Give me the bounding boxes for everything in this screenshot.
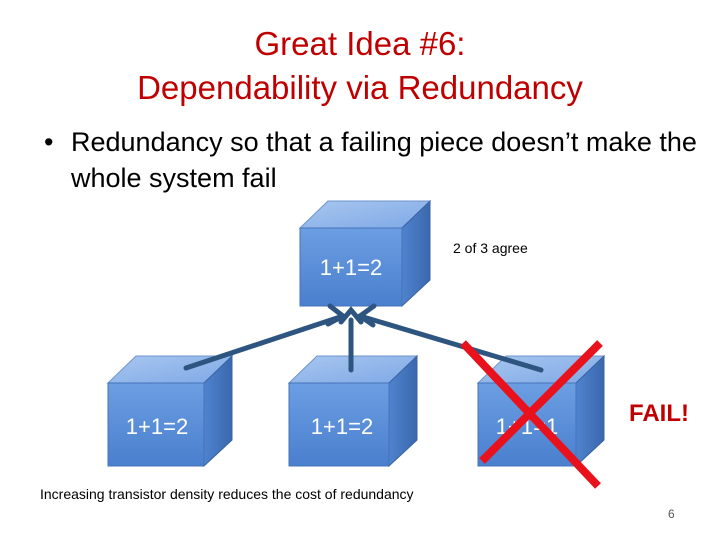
unit-cube-2: 1+1=2 — [287, 354, 419, 468]
unit-cube-1-label: 1+1=2 — [126, 414, 188, 439]
caption: Increasing transistor density reduces th… — [40, 486, 414, 502]
unit-cube-1: 1+1=2 — [106, 354, 234, 468]
vote-arrows — [183, 303, 544, 373]
arrow-line-1 — [183, 313, 346, 371]
arrow-head-2-icon — [338, 306, 364, 325]
arrow-line-3 — [357, 313, 544, 373]
unit-cube-2-label: 1+1=2 — [311, 414, 373, 439]
unit-cube-2-front — [288, 382, 390, 467]
unit-cube-1-front — [107, 382, 205, 467]
page-number: 6 — [668, 507, 675, 521]
voter-cube: 1+1=2 — [298, 199, 432, 308]
agreement-note: 2 of 3 agree — [453, 240, 528, 256]
fail-cross-icon — [460, 340, 603, 489]
fail-cross-stroke-2 — [479, 340, 603, 464]
slide-title: Great Idea #6: Dependability via Redunda… — [0, 22, 720, 110]
slide-title-line-2: Dependability via Redundancy — [137, 69, 583, 106]
bullet-text: Redundancy so that a failing piece doesn… — [71, 127, 697, 193]
arrow-head-3-icon — [355, 303, 377, 328]
voter-cube-front — [299, 227, 403, 307]
voter-cube-label: 1+1=2 — [320, 255, 382, 280]
bullet-dot-icon: • — [44, 127, 54, 157]
slide-title-line-1: Great Idea #6: — [254, 25, 466, 62]
fail-label: FAIL! — [629, 400, 689, 427]
bullet-point: • Redundancy so that a failing piece does… — [44, 124, 720, 196]
